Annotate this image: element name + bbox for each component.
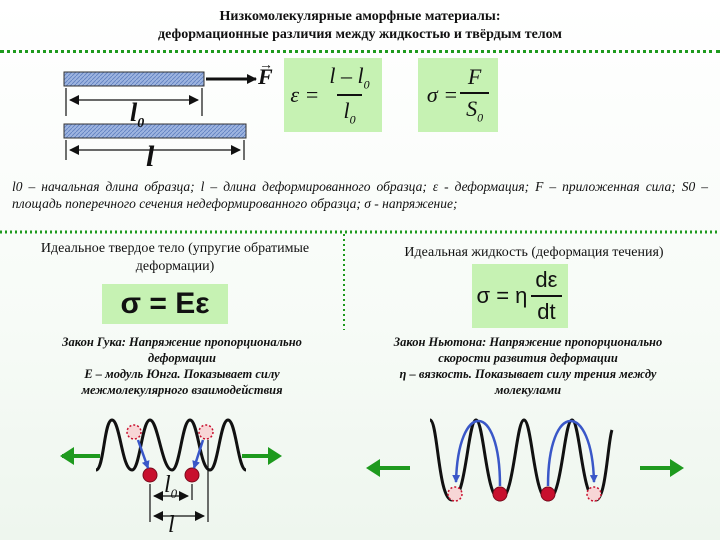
newton-law-line-1: Закон Ньютона: Напряжение пропорциональн… [393, 335, 663, 349]
solid-heading: Идеальное твердое тело (упругие обратимы… [40, 241, 310, 274]
strain-lhs: ε = [290, 82, 320, 107]
stress-numerator: F [467, 64, 482, 90]
force-vector-mark: → [259, 58, 273, 73]
stress-denominator: S0 [460, 92, 490, 125]
strain-formula-box: ε = l – l0 l0 [284, 58, 382, 132]
newton-denominator: dt [531, 295, 562, 325]
liquid-left-green-arrowhead [366, 459, 380, 477]
hooke-law-line-2: деформации [148, 351, 216, 365]
solid-return-arrow-left [136, 439, 150, 469]
stretched-rod [63, 123, 247, 139]
stress-formula-box: σ = F S0 [418, 58, 498, 132]
newton-law-line-2: скорости развития деформации [438, 351, 618, 365]
solid-displaced-left [126, 424, 142, 440]
liquid-initial-right [586, 486, 602, 502]
hooke-formula: σ = Eε [120, 287, 210, 320]
liquid-hop-arrow-right [546, 419, 598, 487]
solid-molecule-left [142, 467, 158, 483]
hooke-law-text: Закон Гука: Напряжение пропорционально д… [26, 334, 338, 398]
hooke-law-line-3: E – модуль Юнга. Показывает силу [84, 367, 280, 381]
strain-denominator-text: l [343, 98, 350, 123]
title-line-1: Низкомолекулярные аморфные материалы: [219, 9, 501, 24]
strain-denominator-sub: 0 [349, 112, 356, 127]
strain-numerator: l – l0 [323, 63, 375, 94]
hooke-law-line-1: Закон Гука: Напряжение пропорционально [62, 335, 302, 349]
newton-law-line-3: η – вязкость. Показывает силу трения меж… [399, 367, 657, 381]
newton-law-line-4: молекулами [494, 383, 562, 397]
stress-fraction: F S0 [460, 64, 490, 125]
newton-fraction: dε dt [529, 267, 563, 325]
solid-l0-subscript: 0 [170, 485, 178, 501]
l-rod-label: l [146, 140, 154, 174]
solid-right-green-arrowhead [268, 447, 282, 465]
l0-rod-label: l0 [130, 98, 144, 132]
solid-l0-letter: l [164, 472, 171, 498]
liquid-hop-arrow-left [452, 419, 502, 487]
liquid-formula-box: σ = η dε dt [472, 264, 568, 328]
stress-denominator-text: S [466, 96, 478, 122]
l0-letter: l [130, 98, 138, 127]
solid-l-label: l [168, 512, 175, 539]
strain-numerator-text: l – l [329, 62, 364, 88]
l-letter: l [146, 140, 155, 173]
liquid-heading: Идеальная жидкость (деформация течения) [404, 245, 664, 260]
solid-l0-label: l0 [164, 472, 177, 502]
force-label: → F [258, 58, 273, 90]
hooke-law-line-4: межмолекулярного взаимодействия [81, 383, 283, 397]
title-line-2: деформационные различия между жидкостью … [158, 27, 562, 42]
solid-l-letter: l [168, 512, 175, 538]
stress-lhs: σ = [426, 82, 459, 107]
strain-numerator-sub: 0 [363, 77, 370, 91]
definitions-text: l0 – начальная длина образца; l – длина … [12, 179, 708, 211]
force-letter: F [258, 64, 273, 89]
solid-potential-curve [95, 418, 247, 472]
newton-law-text: Закон Ньютона: Напряжение пропорциональн… [346, 334, 710, 398]
strain-fraction: l – l0 l0 [323, 63, 375, 128]
page-title: Низкомолекулярные аморфные материалы: де… [0, 8, 720, 44]
liquid-initial-left [447, 486, 463, 502]
title-divider [0, 50, 720, 53]
solid-return-arrow-right [192, 439, 205, 469]
liquid-potential-curve [428, 418, 614, 502]
stress-denominator-sub: 0 [477, 110, 484, 125]
newton-lhs: σ = η [476, 283, 528, 308]
liquid-right-green-arrowhead [670, 459, 684, 477]
solid-displaced-right [198, 424, 214, 440]
newton-numerator: dε [535, 267, 558, 292]
strain-denominator: l0 [337, 94, 362, 127]
solid-left-green-arrowhead [60, 447, 74, 465]
solid-molecule-right [184, 467, 200, 483]
l0-subscript: 0 [137, 116, 145, 132]
original-rod [63, 71, 205, 87]
liquid-molecule-right [540, 486, 556, 502]
solid-formula-box: σ = Eε [102, 284, 228, 324]
liquid-molecule-left [492, 486, 508, 502]
